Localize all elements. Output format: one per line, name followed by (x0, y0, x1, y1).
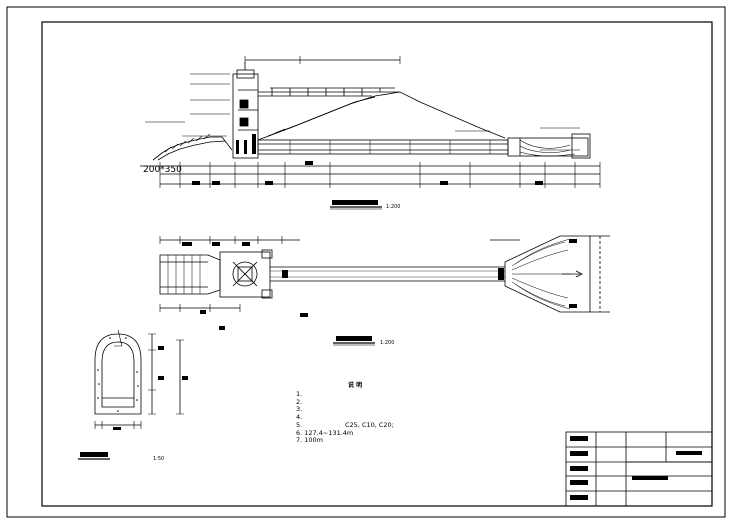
note-1: 1. (296, 390, 303, 398)
note-5-grades: C25, C10, C20; (345, 421, 394, 429)
note-5: 5. (296, 420, 303, 429)
plan-scale: 1:200 (380, 340, 395, 346)
section-view (140, 56, 601, 188)
section-scale: 1:200 (386, 204, 401, 210)
note-7: 7. 100m (296, 436, 324, 445)
notes-title: 说 明 (348, 382, 363, 389)
title-block-fills (570, 436, 702, 500)
notes-list: 1. 2. 3. 4. 5. 6. 127.4~131.4m 7. 100m (296, 390, 536, 445)
sheet-inner-frame (41, 21, 713, 507)
plan-fills (182, 239, 577, 330)
dimension-label: 200*350 (143, 165, 182, 175)
tunnel-detail (94, 329, 184, 429)
detail-scale: 1:50 (153, 456, 165, 462)
note-3: 3. (296, 405, 303, 414)
title-block-lines (565, 431, 713, 507)
plan-view (159, 235, 610, 313)
note-6: 6. 127.4~131.4m (296, 428, 354, 437)
sheet-outer-border (6, 6, 726, 518)
plan-caption (333, 336, 375, 346)
section-caption (330, 200, 382, 210)
section-fills (192, 134, 543, 185)
note-4: 4. (296, 413, 303, 422)
tunnel-hatch (97, 337, 188, 430)
detail-caption (78, 452, 110, 460)
note-2: 2. (296, 397, 303, 406)
